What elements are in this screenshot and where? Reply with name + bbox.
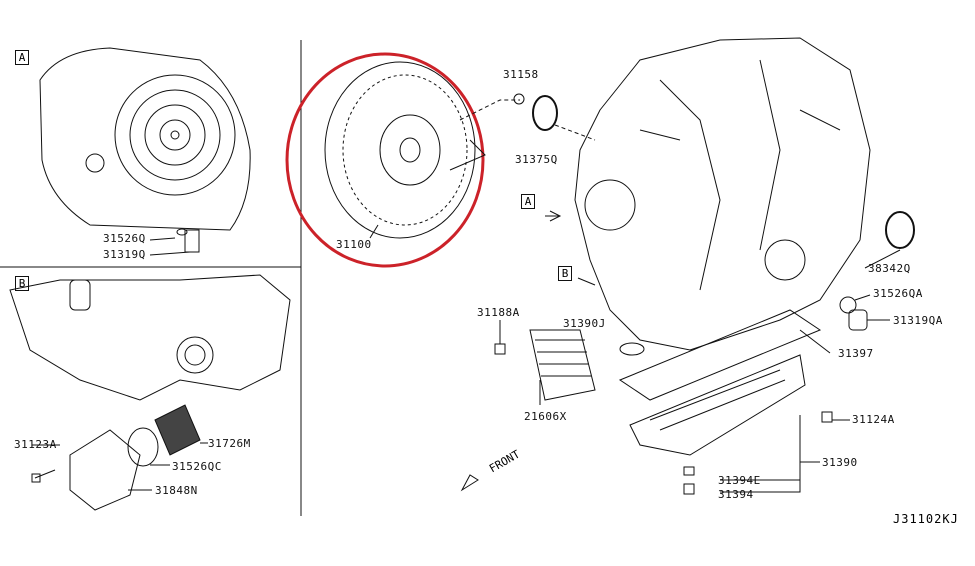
oil-pan <box>618 309 822 456</box>
part-label[interactable]: 31397 <box>838 347 874 360</box>
transmission-case <box>574 37 871 351</box>
oil-cooler <box>529 329 596 401</box>
front-arrow-icon <box>460 474 479 492</box>
part-label[interactable]: 31124A <box>852 413 895 426</box>
part-label[interactable]: 31394 <box>718 488 754 501</box>
part-label[interactable]: 31390 <box>822 456 858 469</box>
part-label[interactable]: 31319Q <box>103 248 146 261</box>
inset-a-marker: A <box>15 50 29 65</box>
torque-converter <box>324 61 476 239</box>
part-label[interactable]: 21606X <box>524 410 567 423</box>
part-label[interactable]: 31526QA <box>873 287 923 300</box>
view-marker-a: A <box>521 194 535 209</box>
diagram-code: J31102KJ <box>893 512 959 526</box>
inset-a-housing <box>39 47 251 256</box>
inset-b-marker: B <box>15 276 29 291</box>
view-marker-b: B <box>558 266 572 281</box>
part-label[interactable]: 31188A <box>477 306 520 319</box>
highlight-circle <box>285 52 485 268</box>
part-label[interactable]: 31319QA <box>893 314 943 327</box>
part-label[interactable]: 38342Q <box>868 262 911 275</box>
inset-b-housing <box>9 274 291 511</box>
part-label[interactable]: 31726M <box>208 437 251 450</box>
part-label-highlighted[interactable]: 31100 <box>336 238 372 251</box>
part-label[interactable]: 31123A <box>14 438 57 451</box>
part-label[interactable]: 31375Q <box>515 153 558 166</box>
part-label[interactable]: 31526QC <box>172 460 222 473</box>
part-label[interactable]: 31394E <box>718 474 761 487</box>
part-label[interactable]: 31390J <box>563 317 606 330</box>
part-label[interactable]: 31158 <box>503 68 539 81</box>
part-label[interactable]: 31848N <box>155 484 198 497</box>
part-label[interactable]: 31526Q <box>103 232 146 245</box>
